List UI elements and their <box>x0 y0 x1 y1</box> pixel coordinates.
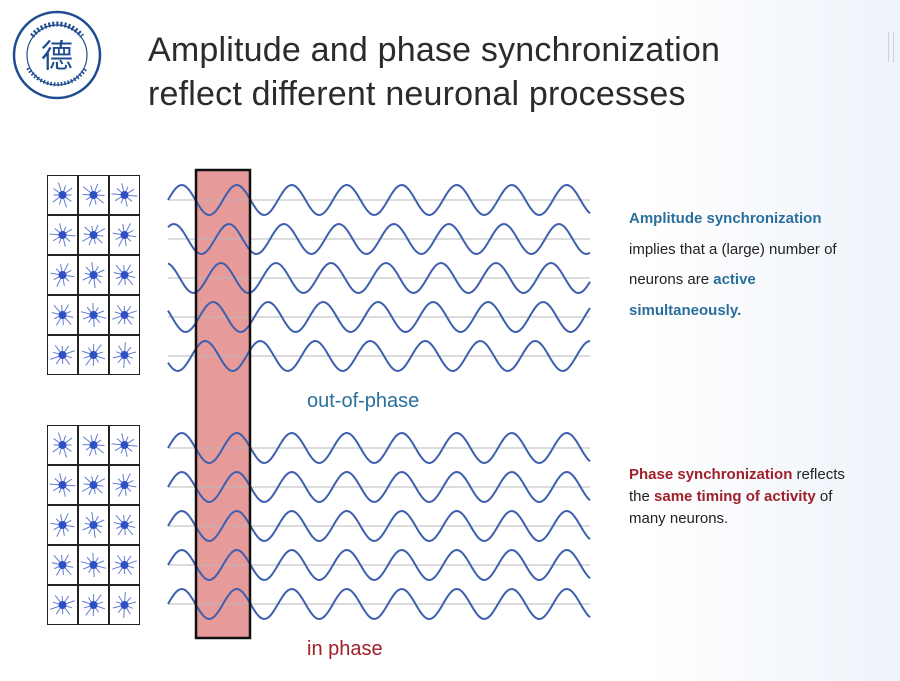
in-phase-label: in phase <box>307 638 383 660</box>
neuron-cell <box>109 585 140 625</box>
neuron-cell <box>47 255 78 295</box>
wave-line <box>167 300 591 334</box>
neuron-cell <box>78 545 109 585</box>
neuron-cell <box>78 215 109 255</box>
highlight-box-border <box>194 168 252 640</box>
amplitude-line-4: simultaneously. <box>629 301 742 319</box>
university-logo: 德 <box>12 10 102 100</box>
logo-glyph: 德 <box>41 37 73 75</box>
wave-group <box>167 183 591 621</box>
neuron-cell <box>47 505 78 545</box>
scroll-marker <box>888 32 894 62</box>
neuron-cell <box>109 465 140 505</box>
phase-line-3: many neurons. <box>629 510 729 527</box>
wave-panel <box>167 168 591 640</box>
phase-line-2-suffix: of <box>819 488 833 505</box>
active-highlight: active <box>713 271 756 288</box>
neuron-cell <box>78 295 109 335</box>
amplitude-description: Amplitude synchronization implies that a… <box>629 204 894 326</box>
neuron-grid-top <box>47 175 140 375</box>
title-line-1: Amplitude and phase synchronization <box>148 31 721 69</box>
wave-line <box>167 261 591 294</box>
neuron-cell <box>109 425 140 465</box>
amplitude-heading: Amplitude synchronization <box>629 210 822 227</box>
neuron-cell <box>47 585 78 625</box>
highlight-box <box>196 170 250 638</box>
neuron-cell <box>47 545 78 585</box>
wave-line <box>167 183 591 217</box>
neuron-cell <box>47 175 78 215</box>
neuron-cell <box>109 175 140 215</box>
wave-line <box>167 470 591 504</box>
wave-line <box>167 587 591 621</box>
amplitude-line-3-text: neurons are <box>629 271 710 288</box>
neuron-cell <box>78 505 109 545</box>
neuron-cell <box>78 255 109 295</box>
phase-heading: Phase synchronization <box>629 466 793 483</box>
neuron-cell <box>78 465 109 505</box>
wave-line <box>167 509 591 543</box>
phase-line-1: Phase synchronization reflects <box>629 464 894 486</box>
neuron-cell <box>109 505 140 545</box>
wave-line <box>167 222 591 256</box>
neuron-cell <box>78 425 109 465</box>
neuron-cell <box>47 215 78 255</box>
phase-description: Phase synchronization reflects the same … <box>629 464 894 530</box>
neuron-cell <box>78 175 109 215</box>
neuron-cell <box>109 255 140 295</box>
wave-line <box>167 339 591 373</box>
neuron-cell <box>109 545 140 585</box>
wave-line <box>167 431 591 465</box>
phase-line-1-text: reflects <box>796 466 845 483</box>
phase-line-2: the same timing of activity of <box>629 486 894 508</box>
amplitude-line-2: implies that a (large) number of <box>629 240 837 258</box>
neuron-cell <box>109 295 140 335</box>
neuron-cell <box>47 335 78 375</box>
neuron-cell <box>109 335 140 375</box>
phase-line-2-prefix: the <box>629 488 650 505</box>
amplitude-line-3: neurons are active <box>629 265 894 296</box>
wave-line <box>167 548 591 582</box>
neuron-cell <box>109 215 140 255</box>
neuron-cell <box>47 465 78 505</box>
same-timing-highlight: same timing of activity <box>654 488 816 505</box>
neuron-cell <box>47 295 78 335</box>
out-of-phase-label: out-of-phase <box>307 390 420 412</box>
page-title: Amplitude and phase synchronization refl… <box>148 28 848 116</box>
neuron-cell <box>78 585 109 625</box>
neuron-cell <box>78 335 109 375</box>
neuron-grid-bottom <box>47 425 140 625</box>
neuron-cell <box>47 425 78 465</box>
title-line-2: reflect different neuronal processes <box>148 75 686 113</box>
